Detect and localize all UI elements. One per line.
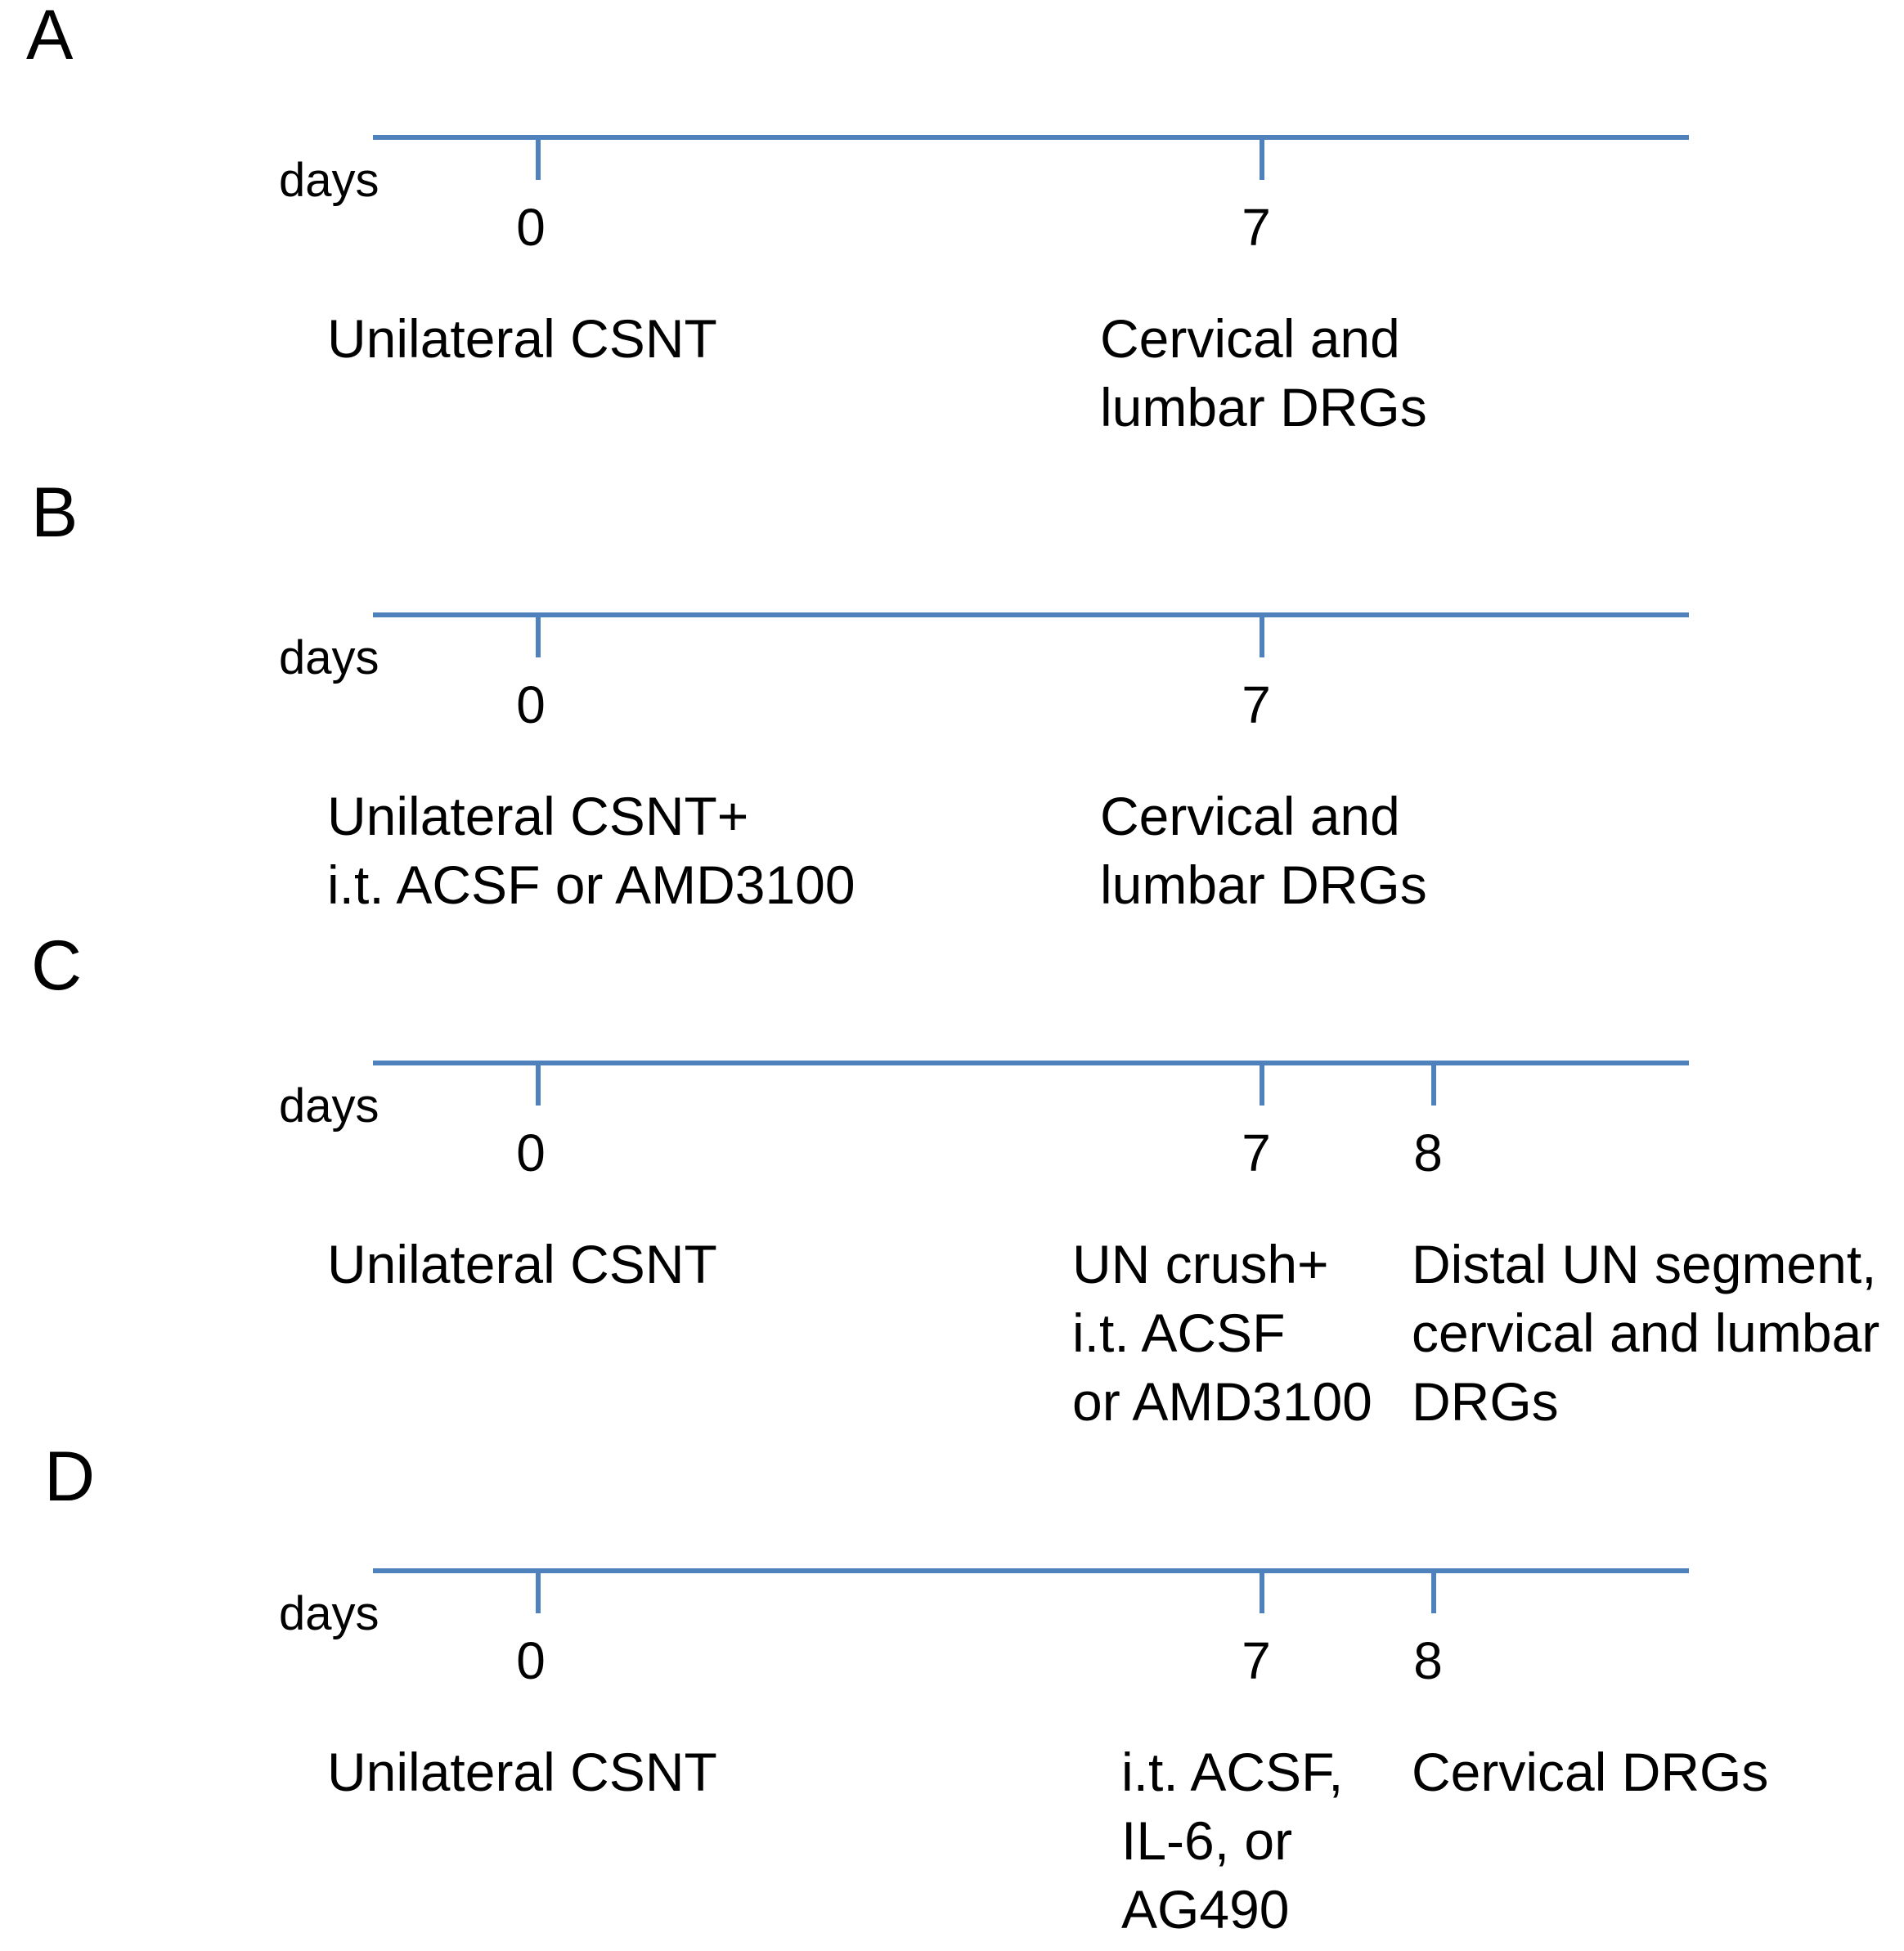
panel-c: C days 0 Unilateral CSNT 7 UN crush+ i.t… [0, 926, 1904, 1433]
timeline-line [373, 1061, 1689, 1065]
event-label-line: lumbar DRGs [1100, 854, 1427, 915]
event-label: UN crush+ i.t. ACSF or AMD3100 [1072, 1230, 1372, 1436]
event-label-line: lumbar DRGs [1100, 377, 1427, 437]
event-label: Cervical and lumbar DRGs [1100, 782, 1427, 919]
event-label-line: Cervical and [1100, 308, 1400, 369]
days-axis-label: days [279, 1587, 379, 1640]
tick-day-number: 8 [1413, 1631, 1443, 1690]
tick-day-number: 0 [516, 675, 546, 734]
tick-mark-day-7 [1260, 612, 1264, 657]
tick-day-number: 8 [1413, 1124, 1443, 1182]
tick-day-number: 0 [516, 1124, 546, 1182]
event-label-line: Cervical DRGs [1412, 1742, 1769, 1802]
event-label: Cervical DRGs [1412, 1738, 1768, 1806]
event-label: Unilateral CSNT+ i.t. ACSF or AMD3100 [327, 782, 855, 919]
event-label: Unilateral CSNT [327, 1738, 717, 1806]
event-label: Cervical and lumbar DRGs [1100, 304, 1427, 442]
tick-day-number: 7 [1242, 1631, 1271, 1690]
event-label-line: i.t. ACSF or AMD3100 [327, 854, 855, 915]
event-label: i.t. ACSF, IL-6, or AG490 [1121, 1738, 1343, 1944]
panel-a: A days 0 Unilateral CSNT 7 Cervical and … [0, 0, 1904, 478]
event-label-line: AG490 [1121, 1879, 1290, 1940]
days-axis-label: days [279, 1079, 379, 1132]
tick-mark-day-0 [536, 612, 541, 657]
tick-mark-day-0 [536, 1061, 541, 1106]
event-label-line: IL-6, or [1121, 1810, 1293, 1871]
panel-letter: A [26, 0, 74, 74]
panel-letter: B [31, 473, 79, 552]
panel-letter: C [31, 926, 83, 1005]
tick-day-number: 7 [1242, 198, 1271, 257]
panel-letter: D [44, 1437, 96, 1516]
event-label-line: Cervical and [1100, 786, 1400, 846]
tick-day-number: 0 [516, 198, 546, 257]
timeline-line [373, 612, 1689, 617]
panel-b: B days 0 Unilateral CSNT+ i.t. ACSF or A… [0, 478, 1904, 926]
tick-day-number: 7 [1242, 1124, 1271, 1182]
tick-mark-day-0 [536, 1568, 541, 1613]
event-label-line: Unilateral CSNT [327, 308, 717, 369]
tick-mark-day-8 [1431, 1568, 1436, 1613]
timeline-line [373, 1568, 1689, 1573]
event-label-line: Unilateral CSNT [327, 1234, 717, 1294]
tick-mark-day-7 [1260, 135, 1264, 180]
days-axis-label: days [279, 154, 379, 207]
event-label: Unilateral CSNT [327, 304, 717, 373]
event-label-line: Unilateral CSNT+ [327, 786, 749, 846]
tick-day-number: 0 [516, 1631, 546, 1690]
tick-mark-day-7 [1260, 1061, 1264, 1106]
days-axis-label: days [279, 631, 379, 684]
event-label-line: Distal UN segment, [1412, 1234, 1877, 1294]
panel-d: D days 0 Unilateral CSNT 7 i.t. ACSF, IL… [0, 1433, 1904, 1951]
event-label-line: i.t. ACSF [1072, 1303, 1286, 1363]
tick-mark-day-8 [1431, 1061, 1436, 1106]
event-label-line: DRGs [1412, 1371, 1559, 1432]
event-label-line: cervical and lumbar [1412, 1303, 1880, 1363]
event-label-line: or AMD3100 [1072, 1371, 1372, 1432]
tick-mark-day-0 [536, 135, 541, 180]
event-label: Unilateral CSNT [327, 1230, 717, 1298]
event-label-line: i.t. ACSF, [1121, 1742, 1344, 1802]
tick-mark-day-7 [1260, 1568, 1264, 1613]
tick-day-number: 7 [1242, 675, 1271, 734]
event-label: Distal UN segment, cervical and lumbar D… [1412, 1230, 1879, 1436]
timeline-line [373, 135, 1689, 140]
event-label-line: Unilateral CSNT [327, 1742, 717, 1802]
event-label-line: UN crush+ [1072, 1234, 1329, 1294]
